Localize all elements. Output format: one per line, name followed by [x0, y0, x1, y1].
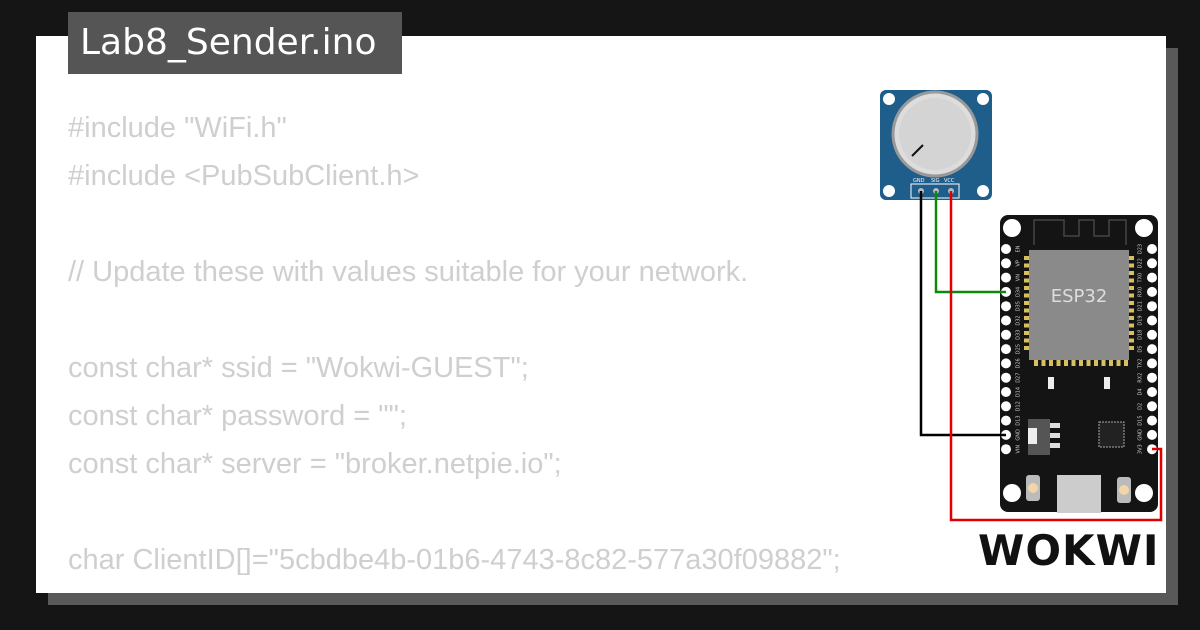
esp32-pin[interactable] — [1147, 358, 1157, 369]
esp32-pin-label: VP — [1016, 260, 1022, 266]
esp32-pin-label: D19 — [1138, 315, 1144, 325]
esp32-pin-label: D5 — [1138, 346, 1144, 353]
chip-label: ESP32 — [1051, 286, 1108, 307]
esp32-pin-label: D12 — [1016, 401, 1022, 411]
esp32-pin-label: TX0 — [1138, 273, 1144, 284]
esp32-pin[interactable] — [1147, 429, 1157, 440]
esp32-pin-label: D13 — [1016, 415, 1022, 425]
esp32-pin[interactable] — [1001, 329, 1011, 340]
code-line: #include <PubSubClient.h> — [68, 160, 420, 192]
esp32-pin[interactable] — [1001, 301, 1011, 312]
code-line: const char* ssid = "Wokwi-GUEST"; — [68, 352, 529, 384]
esp32-pin[interactable] — [1001, 244, 1011, 254]
esp32-board[interactable]: ESP32 ENVPVND34D35D32D33D25D26D27D14D12D… — [1000, 215, 1158, 513]
esp32-pin-label: D33 — [1016, 330, 1022, 340]
code-line: char ClientID[]="5cbdbe4b-01b6-4743-8c82… — [68, 544, 841, 576]
esp32-pin[interactable] — [1147, 286, 1157, 297]
esp32-pin[interactable] — [1147, 415, 1157, 426]
esp32-pin[interactable] — [1001, 315, 1011, 326]
esp32-pin[interactable] — [1147, 244, 1157, 254]
esp32-pin-label: EN — [1016, 245, 1022, 252]
esp32-pin-label: VN — [1016, 274, 1022, 281]
esp32-pin-label: D27 — [1016, 373, 1022, 383]
wokwi-logo: WOKWI — [978, 526, 1160, 575]
esp32-pin-label: RX2 — [1138, 373, 1144, 383]
esp32-pin-label: D23 — [1138, 244, 1144, 254]
file-title: Lab8_Sender.ino — [68, 12, 402, 74]
esp32-pin[interactable] — [1147, 344, 1157, 355]
potentiometer[interactable]: GND SIG VCC — [880, 90, 992, 200]
esp32-pin[interactable] — [1001, 415, 1011, 426]
pin-label: SIG — [931, 178, 940, 184]
esp32-pin-label: D26 — [1016, 358, 1022, 368]
esp32-pin-label: GND — [1138, 429, 1144, 441]
esp32-pin[interactable] — [1147, 301, 1157, 312]
esp32-pin-label: 3V3 — [1138, 444, 1144, 454]
pin-label: GND — [913, 178, 925, 184]
esp32-pin-label: D18 — [1138, 330, 1144, 340]
esp32-pin[interactable] — [1001, 344, 1011, 355]
esp32-pin-label: D2 — [1138, 403, 1144, 410]
esp32-pin-label: D32 — [1016, 315, 1022, 325]
esp32-pin-label: D25 — [1016, 344, 1022, 354]
esp32-pin-label: VIN — [1016, 445, 1022, 454]
esp32-pin[interactable] — [1147, 329, 1157, 340]
esp32-pin-label: D4 — [1138, 388, 1144, 395]
esp32-pin-label: GND — [1016, 429, 1022, 441]
esp32-pin[interactable] — [1147, 272, 1157, 283]
esp32-pin-label: D14 — [1016, 387, 1022, 397]
esp32-pin[interactable] — [1147, 387, 1157, 397]
esp32-pin-label: D15 — [1138, 415, 1144, 425]
esp32-pin[interactable] — [1001, 372, 1011, 383]
code-line: const char* password = ""; — [68, 400, 407, 432]
esp32-pin[interactable] — [1147, 372, 1157, 383]
wire-signal[interactable] — [934, 191, 1006, 294]
esp32-pin[interactable] — [1001, 401, 1011, 412]
pin-label: VCC — [944, 178, 955, 184]
code-line: // Update these with values suitable for… — [68, 256, 749, 288]
esp32-pin[interactable] — [1147, 258, 1157, 269]
code-line: #include "WiFi.h" — [68, 112, 287, 144]
esp32-pin[interactable] — [1001, 444, 1011, 455]
esp32-pin-label: TX2 — [1138, 359, 1144, 370]
wire-ground[interactable] — [919, 191, 1006, 437]
wire-power[interactable] — [949, 191, 1163, 522]
esp32-pin[interactable] — [1001, 258, 1011, 269]
esp32-pin[interactable] — [1001, 272, 1011, 283]
code-line: const char* server = "broker.netpie.io"; — [68, 448, 562, 480]
esp32-pin-label: D34 — [1016, 287, 1022, 297]
esp32-pin-label: D22 — [1138, 258, 1144, 268]
esp32-pin[interactable] — [1001, 358, 1011, 369]
esp32-pin[interactable] — [1147, 401, 1157, 412]
esp32-pin-label: D35 — [1016, 301, 1022, 311]
knob-indicator — [911, 144, 924, 157]
esp32-pin-label: RX0 — [1138, 287, 1144, 297]
esp32-pin-label: D21 — [1138, 301, 1144, 311]
esp32-pin[interactable] — [1147, 315, 1157, 326]
esp32-pin[interactable] — [1001, 387, 1011, 397]
